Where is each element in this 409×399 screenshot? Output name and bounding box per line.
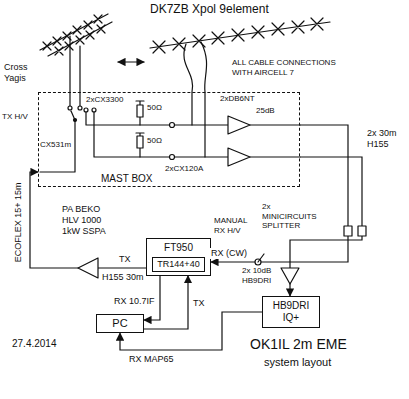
splitter-symbol xyxy=(344,226,352,236)
xpol-yagi-antenna xyxy=(150,18,330,157)
gain-label: 25dB xyxy=(256,106,275,116)
signal-label: RX 10.7IF xyxy=(113,296,156,307)
splitter-symbol xyxy=(358,226,366,236)
transceiver-box: FT950TR144+40 xyxy=(146,238,211,276)
receiver-box: HB9DRI IQ+ xyxy=(262,296,320,328)
antenna-boom xyxy=(150,22,330,48)
relay-contact xyxy=(68,106,72,110)
amplifier-label: PA BEKO HLV 1000 1kW SSPA xyxy=(62,204,112,236)
rx-wire xyxy=(250,125,300,157)
resistor-symbol xyxy=(137,136,143,148)
resistor-label: 50Ω xyxy=(147,103,162,113)
antenna-title: DK7ZB Xpol 9element xyxy=(150,2,269,16)
preamp-label: 2xDB6NT xyxy=(220,94,255,104)
resistor-lead xyxy=(136,101,144,157)
cable-connector xyxy=(211,125,348,262)
relay-label: CX531m xyxy=(40,140,71,150)
relay-label: 2xCX120A xyxy=(165,164,203,174)
switch-label: MANUAL RX H/V xyxy=(214,216,252,235)
switch-lever xyxy=(258,254,264,262)
mast-box-wiring xyxy=(40,101,300,172)
signal-label: TX xyxy=(118,254,132,265)
relay-symbol xyxy=(170,123,175,128)
cable-connector xyxy=(290,157,362,296)
transverter-box: TR144+40 xyxy=(152,257,205,272)
resistor-label: 50Ω xyxy=(147,136,162,146)
station-subtitle: system layout xyxy=(264,356,331,369)
amplifier-symbol xyxy=(78,258,98,278)
signal-label: TX xyxy=(192,298,206,309)
relay-symbol xyxy=(170,155,175,160)
signal-label: RX MAP65 xyxy=(128,354,175,365)
feed-loop xyxy=(184,42,207,157)
device-name: HB9DRI IQ+ xyxy=(266,300,316,324)
date-label: 27.4.2014 xyxy=(12,338,57,350)
relay-label: 2xCX3300 xyxy=(86,95,123,105)
box-title: MAST BOX xyxy=(101,173,153,185)
double-arrow xyxy=(118,61,144,62)
tx-wire xyxy=(40,121,75,172)
computer-box: PC xyxy=(96,314,144,333)
feed-line xyxy=(70,36,80,106)
preamp-symbol xyxy=(281,268,299,284)
preamp-label: 2x 10dB HB9DRI xyxy=(242,266,282,285)
signal-label: RX (CW) xyxy=(210,248,248,259)
splitter-label: 2x MINICIRCUITS SPLITTER xyxy=(262,202,322,231)
device-name: TR144+40 xyxy=(157,259,199,270)
cable-label: H155 30m xyxy=(102,272,144,283)
resistor-symbol xyxy=(137,105,143,117)
cable-label: 2x 30m H155 xyxy=(367,128,407,150)
cable-note: ALL CABLE CONNECTIONS WITH AIRCELL 7 xyxy=(232,58,346,77)
relay-contact xyxy=(78,106,82,110)
antenna-label: Cross Yagis xyxy=(4,62,44,84)
rx-wire xyxy=(86,112,228,157)
cable-label: ECOFLEX 15+ 15m xyxy=(13,182,24,262)
device-name: FT950 xyxy=(164,242,193,254)
antenna-elements xyxy=(153,18,323,53)
antenna-boom xyxy=(40,14,112,56)
relay-label: TX H/V xyxy=(2,112,28,122)
preamp-symbol xyxy=(228,116,250,166)
device-name: PC xyxy=(112,317,127,330)
station-title: OK1IL 2m EME xyxy=(250,336,347,353)
antenna-elements xyxy=(43,15,105,55)
